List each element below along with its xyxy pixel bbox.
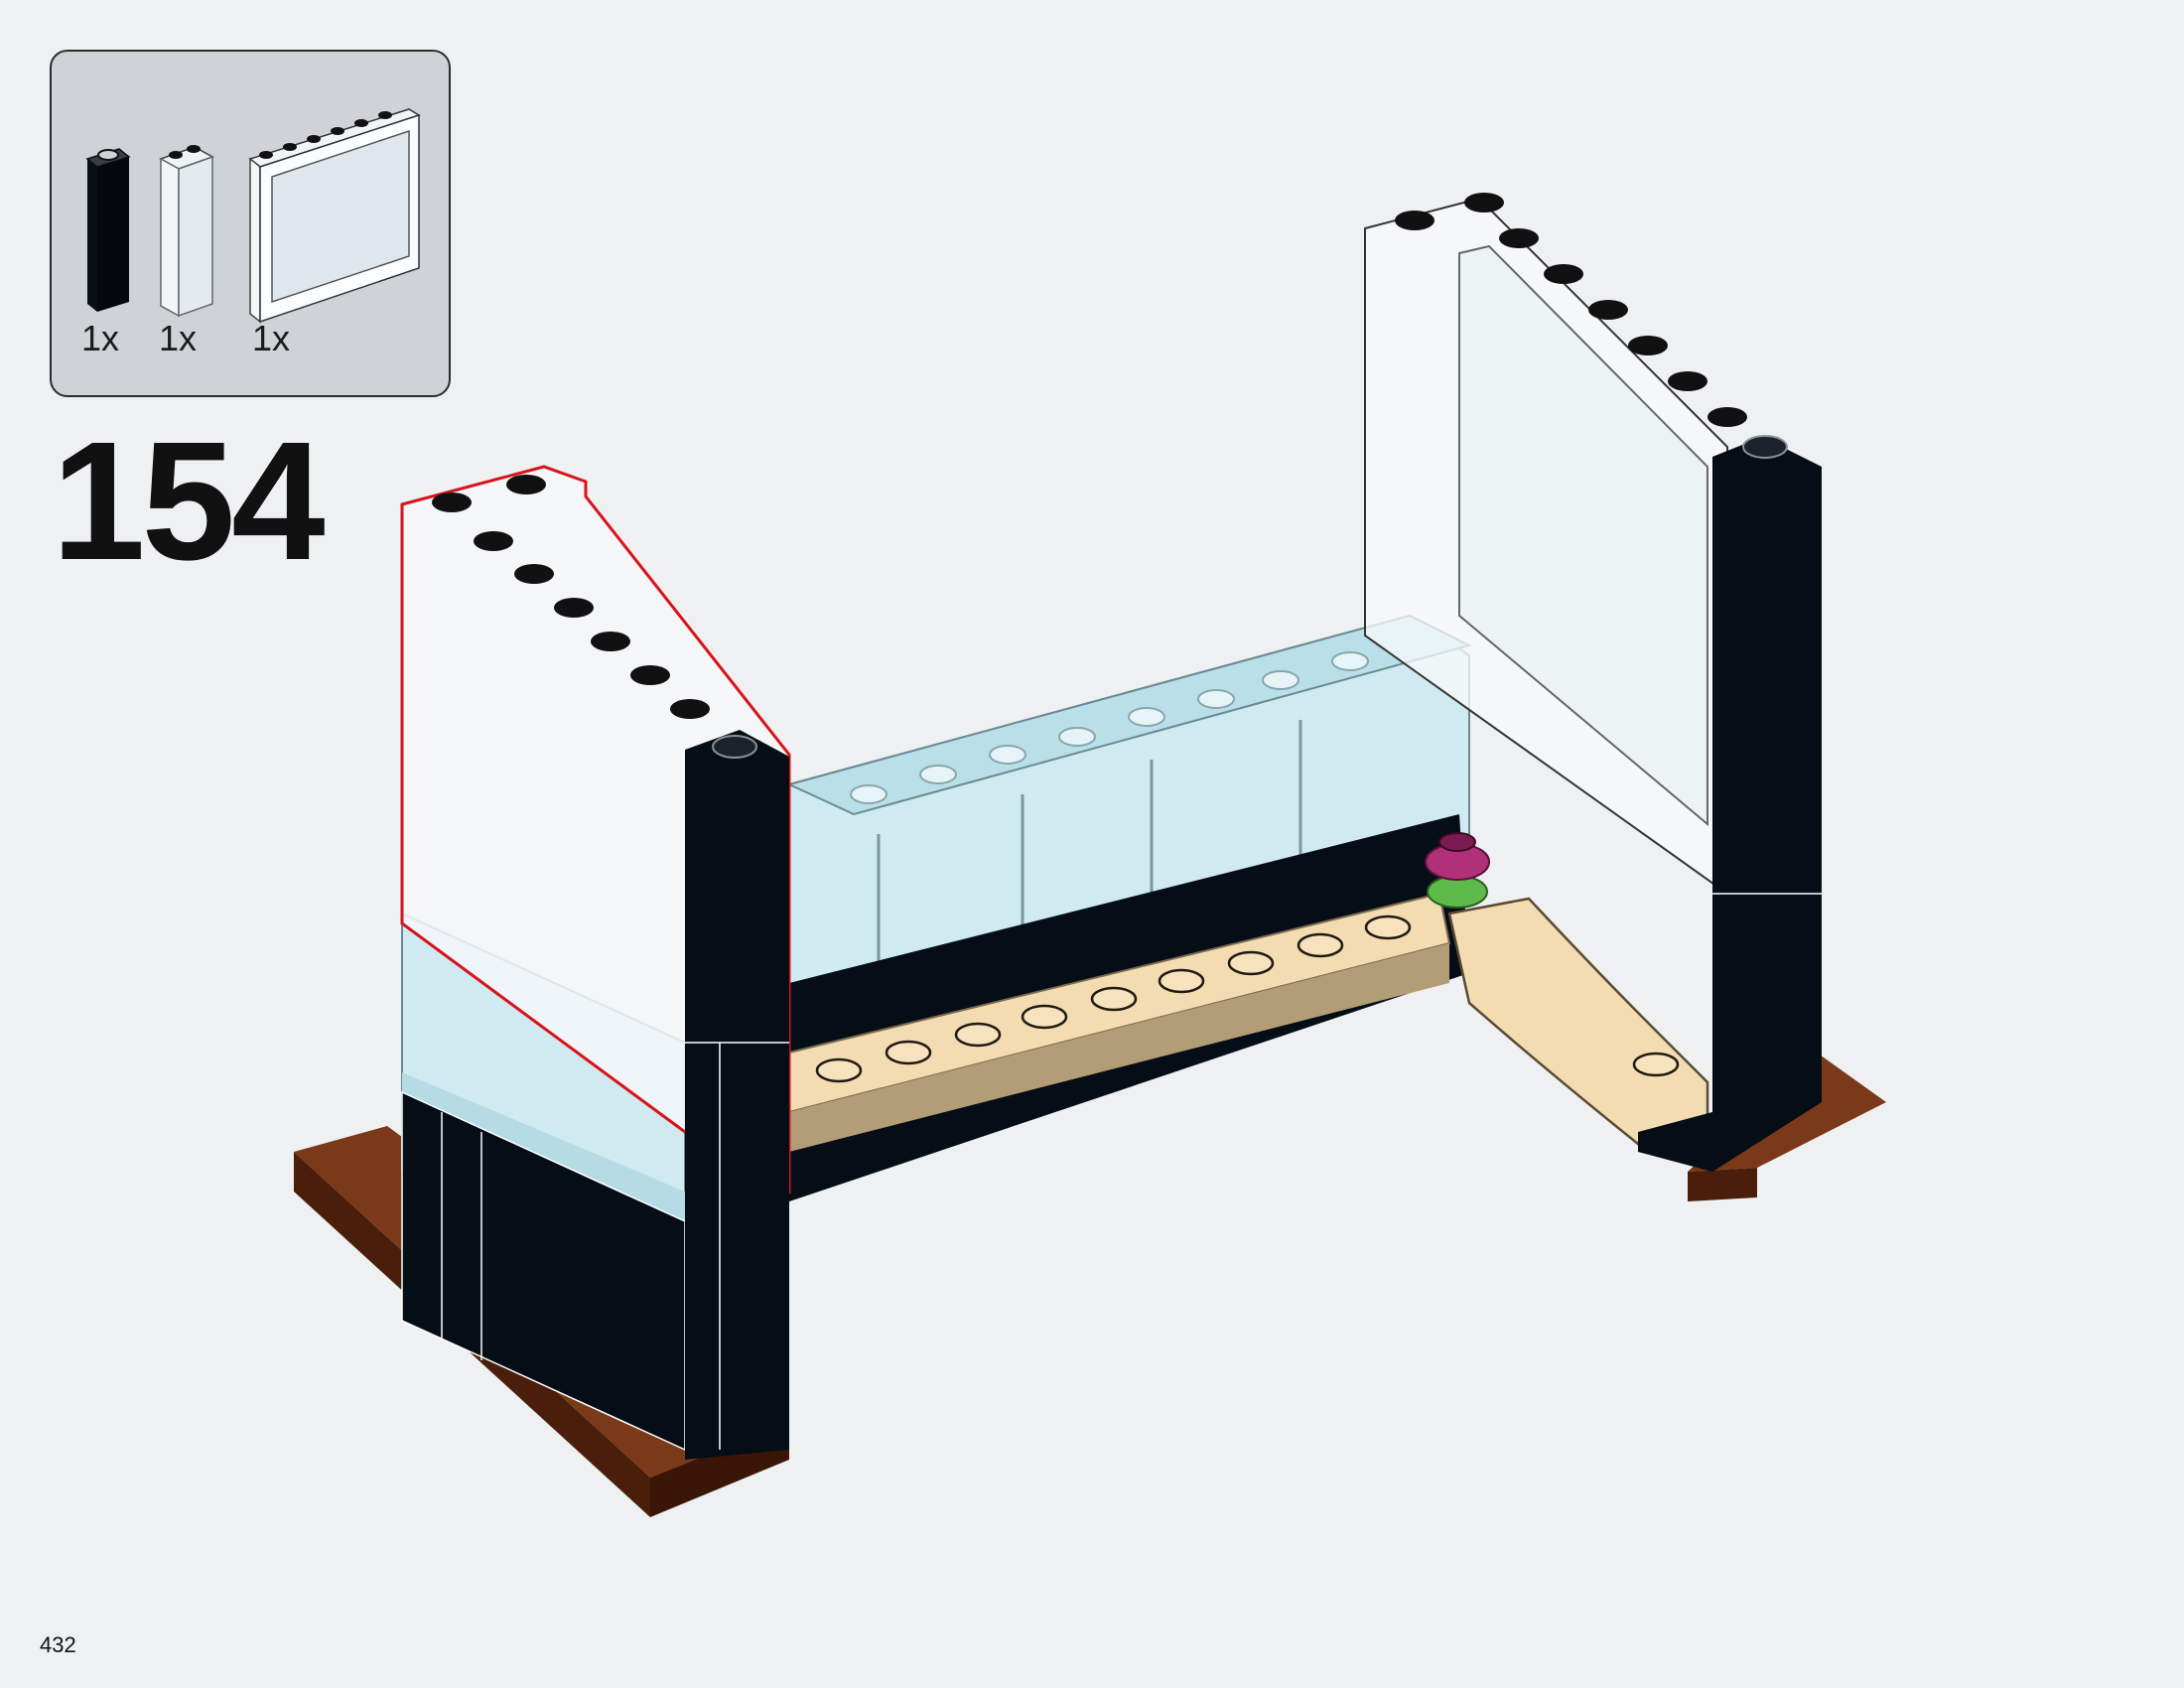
tan-curved-piece — [1447, 897, 1709, 1154]
back-translucent-wall — [786, 614, 1472, 1025]
parts-callout: 1x 1x 1x — [50, 50, 451, 397]
right-black-pillar — [1638, 435, 1822, 1172]
flower-piece — [1425, 832, 1490, 909]
part-quantity: 1x — [159, 318, 198, 358]
part-quantity: 1x — [252, 318, 291, 358]
page-number: 432 — [40, 1632, 76, 1657]
transparent-pillar-brick-icon — [159, 145, 214, 318]
tan-tile-row — [788, 892, 1451, 1152]
window-frame-panel-icon — [248, 108, 421, 324]
black-pillar-brick-icon — [85, 148, 131, 312]
left-black-pillar — [685, 730, 789, 1460]
right-window-wall — [1364, 193, 1747, 896]
step-number: 154 — [52, 407, 326, 596]
part-quantity: 1x — [81, 318, 120, 358]
parts-illustration — [85, 108, 421, 324]
